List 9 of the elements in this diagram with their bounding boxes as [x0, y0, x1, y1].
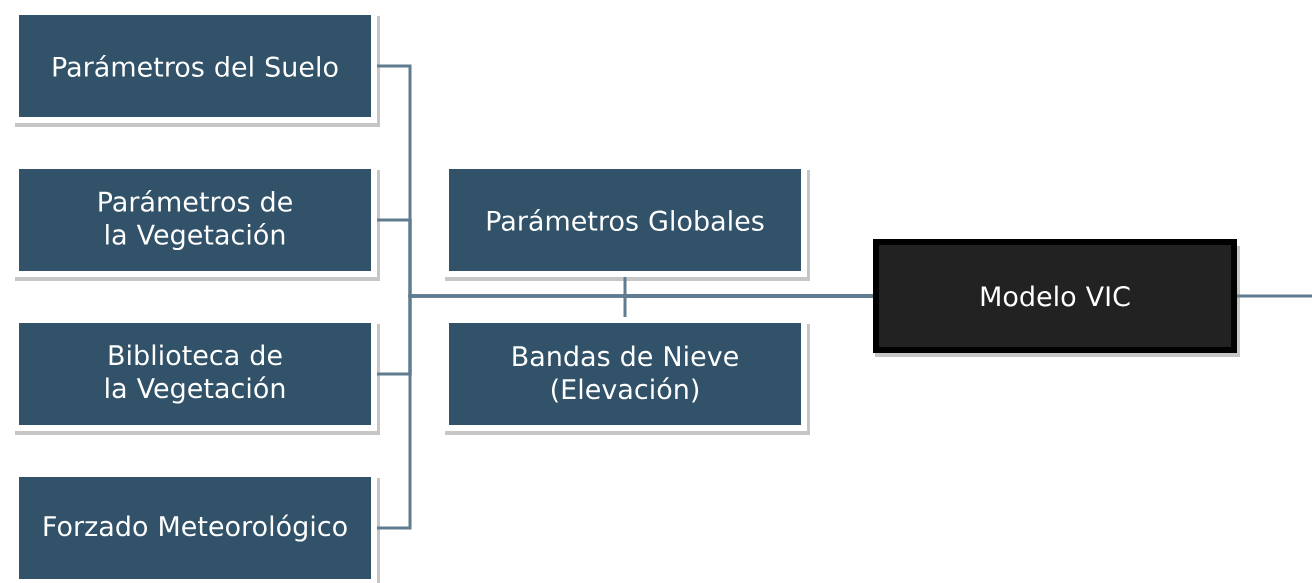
- input-box: Biblioteca de la Vegetación: [13, 317, 380, 435]
- input-box: Parámetros Globales: [443, 163, 810, 281]
- input-box: Bandas de Nieve (Elevación): [443, 317, 810, 435]
- input-box: Parámetros del Suelo: [13, 9, 380, 127]
- connector-line: [1237, 294, 1312, 298]
- connector-line: [623, 294, 873, 317]
- model-box: Modelo VIC: [873, 239, 1240, 357]
- input-box: Parámetros de la Vegetación: [13, 163, 380, 281]
- input-box: Forzado Meteorológico: [13, 471, 380, 583]
